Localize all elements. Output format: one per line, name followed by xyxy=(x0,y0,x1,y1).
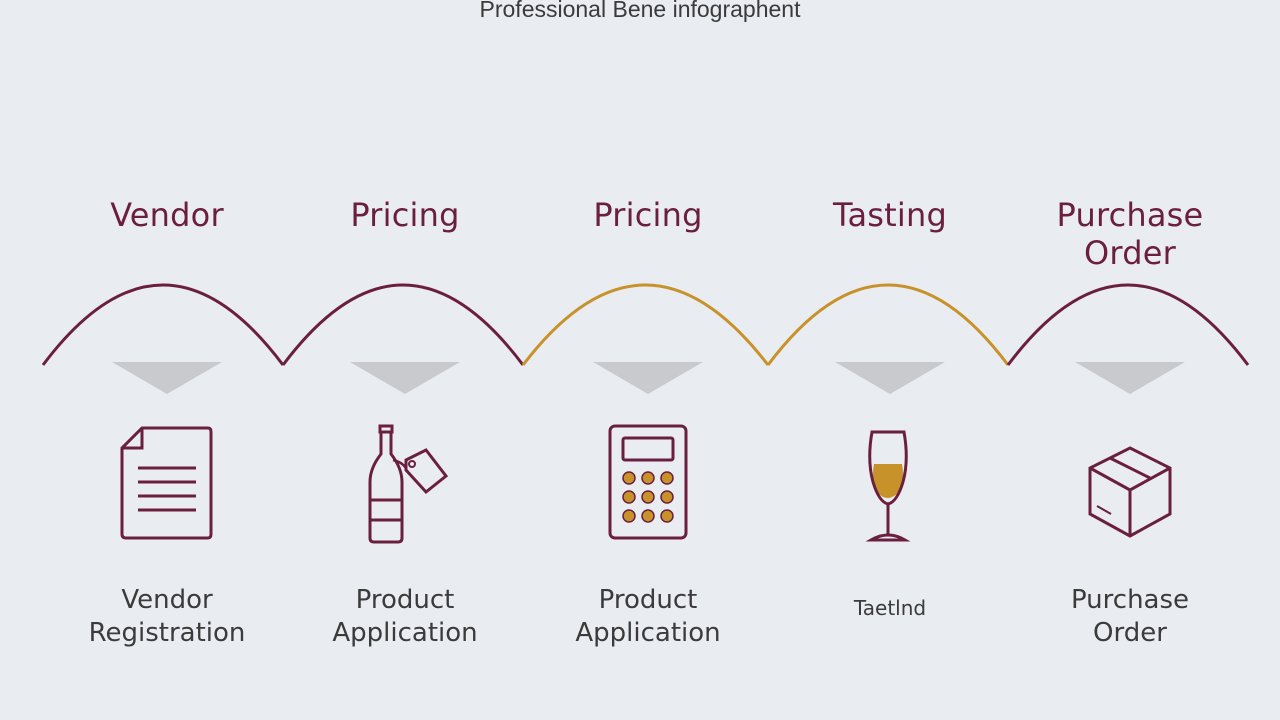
arc-tasting xyxy=(766,283,1010,366)
label-line: Application xyxy=(575,618,721,648)
wine-bottle-tag-icon xyxy=(368,424,449,544)
step-pointer xyxy=(112,362,222,394)
label-line: Registration xyxy=(88,618,246,648)
step-heading: Pricing xyxy=(593,196,703,234)
label-line: Product xyxy=(355,585,455,615)
arc-purchase-order xyxy=(1006,283,1250,366)
package-box-icon xyxy=(1088,446,1172,538)
step-label: Product Application xyxy=(528,584,768,650)
document-icon xyxy=(120,426,213,540)
step-pointer xyxy=(1075,362,1185,394)
step-vendor: Vendor Vendor Registration xyxy=(47,0,287,720)
step-pricing-2: Pricing Product Application xyxy=(528,0,768,720)
step-pointer xyxy=(350,362,460,394)
arc-vendor xyxy=(41,283,285,366)
step-pointer xyxy=(593,362,703,394)
page-title: Professional Bene infographent xyxy=(479,0,801,22)
calculator-icon xyxy=(608,424,688,540)
arc-pricing-1 xyxy=(281,283,525,366)
wine-glass-icon xyxy=(865,430,911,542)
step-purchase-order: Purchase Order Purchase Order xyxy=(1010,0,1250,720)
step-heading: Vendor xyxy=(110,196,224,234)
step-heading: Purchase Order xyxy=(1056,196,1204,272)
step-label: Purchase Order xyxy=(1010,584,1250,650)
label-line: Vendor xyxy=(121,585,213,615)
label-line: Product xyxy=(598,585,698,615)
label-line: Purchase xyxy=(1070,585,1190,615)
step-label: Vendor Registration xyxy=(47,584,287,650)
step-label: Product Application xyxy=(285,584,525,650)
label-line: Order xyxy=(1093,618,1167,648)
arc-pricing-2 xyxy=(521,283,770,366)
step-heading: Pricing xyxy=(350,196,460,234)
step-heading: Tasting xyxy=(833,196,947,234)
step-pricing-1: Pricing Product Application xyxy=(285,0,525,720)
label-line: Application xyxy=(332,618,478,648)
step-tasting: Tasting Taetlnd xyxy=(770,0,1010,720)
step-pointer xyxy=(835,362,945,394)
step-label: Taetlnd xyxy=(770,592,1010,625)
label-line: Taetlnd xyxy=(853,596,927,620)
